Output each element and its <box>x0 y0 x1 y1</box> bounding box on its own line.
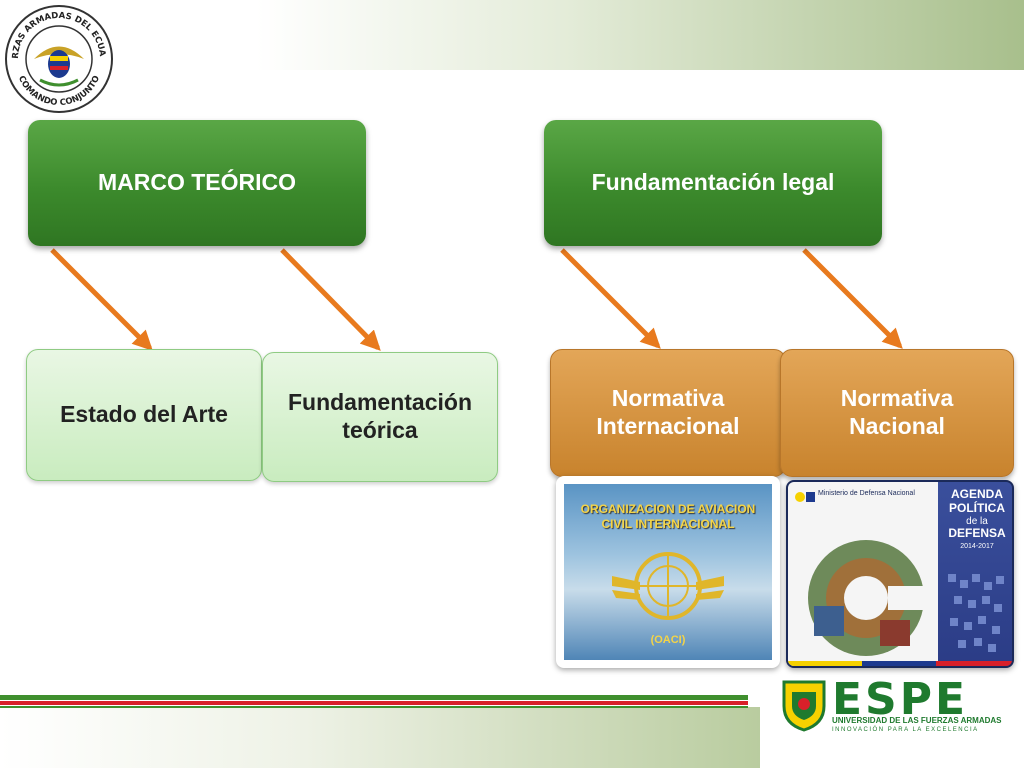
normativa-nacional-label: Normativa Nacional <box>840 385 954 439</box>
normativa-nacional-box: Normativa Nacional <box>780 349 1014 477</box>
estado-del-arte-box: Estado del Arte <box>26 349 262 481</box>
agenda-pattern-icon <box>948 574 1004 652</box>
agenda-politica-image: Ministerio de Defensa Nacional AGENDA PO… <box>786 480 1014 668</box>
espe-shield-icon <box>782 680 826 732</box>
espe-brand: ESPE <box>832 674 969 725</box>
ministry-logo-icon <box>795 492 815 502</box>
icao-title: ORGANIZACION DE AVIACION CIVIL INTERNACI… <box>580 502 756 531</box>
agenda-cover-panel: AGENDA POLÍTICA de la DEFENSA 2014-2017 <box>938 482 1012 666</box>
header-gradient-band <box>0 0 1024 70</box>
fundamentacion-teorica-label: Fundamentación teórica <box>287 389 472 443</box>
fundamentacion-teorica-box: Fundamentación teórica <box>262 352 498 482</box>
footer-gradient-band <box>0 707 760 768</box>
normativa-internacional-box: Normativa Internacional <box>550 349 786 477</box>
icao-emblem-icon <box>612 552 724 620</box>
ministry-label: Ministerio de Defensa Nacional <box>818 490 915 497</box>
icao-abbreviation: (OACI) <box>650 634 686 646</box>
agenda-cover-title: AGENDA POLÍTICA de la DEFENSA 2014-2017 <box>948 487 1006 550</box>
footer-green-stripe <box>0 695 748 700</box>
estado-del-arte-label: Estado del Arte <box>60 401 228 428</box>
footer-red-stripe <box>0 701 748 705</box>
normativa-internacional-label: Normativa Internacional <box>596 385 740 439</box>
arrow-marco-to-fundamentacion <box>280 248 381 351</box>
espe-motto: INNOVACIÓN PARA LA EXCELENCIA <box>832 727 979 733</box>
fundamentacion-legal-box: Fundamentación legal <box>544 120 882 246</box>
ecuador-flag-stripe <box>788 661 1012 666</box>
icao-image: ORGANIZACION DE AVIACION CIVIL INTERNACI… <box>556 476 780 668</box>
marco-teorico-box: MARCO TEÓRICO <box>28 120 366 246</box>
arrow-legal-to-nacional <box>802 248 903 349</box>
icao-sky-background: ORGANIZACION DE AVIACION CIVIL INTERNACI… <box>564 484 772 660</box>
armed-forces-seal-icon: FUERZAS ARMADAS DEL ECUADOR COMANDO CONJ… <box>4 4 113 113</box>
arrow-legal-to-internacional <box>560 248 661 349</box>
espe-university-name: UNIVERSIDAD DE LAS FUERZAS ARMADAS <box>832 716 1002 725</box>
agenda-photo-area: Ministerio de Defensa Nacional <box>788 482 938 666</box>
arrow-marco-to-estado <box>50 248 153 351</box>
agenda-collage-icon <box>808 540 934 656</box>
fundamentacion-legal-label: Fundamentación legal <box>591 169 835 196</box>
marco-teorico-label: MARCO TEÓRICO <box>97 169 297 196</box>
footer-green-stripe-thin <box>0 706 748 708</box>
